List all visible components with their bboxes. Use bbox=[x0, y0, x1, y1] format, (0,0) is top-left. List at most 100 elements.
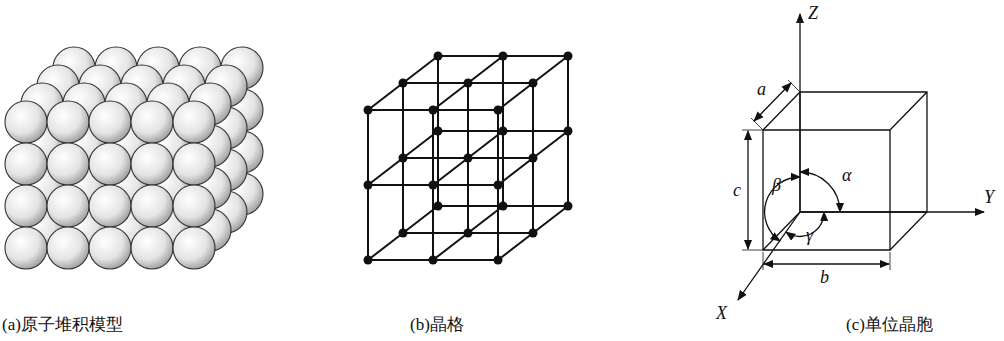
lattice-point bbox=[464, 229, 473, 238]
atom-sphere bbox=[131, 143, 173, 185]
lattice-point bbox=[564, 202, 573, 211]
lattice-point bbox=[494, 106, 503, 115]
lattice-point bbox=[429, 106, 438, 115]
lattice-line bbox=[532, 83, 534, 158]
atom-sphere bbox=[89, 185, 131, 227]
dimension-label: a bbox=[757, 80, 766, 98]
lattice-point bbox=[529, 154, 538, 163]
lattice-line bbox=[433, 158, 468, 185]
lattice-point bbox=[399, 79, 408, 88]
angle-label: γ bbox=[806, 226, 813, 244]
angle-label: α bbox=[842, 166, 851, 184]
dimension-line bbox=[764, 263, 889, 264]
lattice-line bbox=[432, 110, 434, 185]
angle-label: β bbox=[772, 176, 781, 194]
x-axis bbox=[738, 212, 800, 300]
lattice-line bbox=[503, 205, 568, 207]
lattice-line bbox=[433, 83, 468, 110]
dimension-label: b bbox=[820, 268, 829, 286]
dimension-label: c bbox=[733, 181, 741, 199]
unit-cell bbox=[738, 14, 984, 300]
caption: (c)单位晶胞 bbox=[846, 316, 933, 333]
lattice-line bbox=[468, 82, 533, 84]
lattice-line bbox=[368, 83, 403, 110]
lattice-line bbox=[468, 56, 503, 83]
axis-label: X bbox=[716, 304, 727, 322]
lattice-point bbox=[499, 202, 508, 211]
lattice-point bbox=[464, 154, 473, 163]
lattice-line bbox=[402, 83, 404, 158]
lattice-point bbox=[364, 106, 373, 115]
lattice-line bbox=[533, 206, 568, 233]
atom-sphere bbox=[173, 143, 215, 185]
lattice-point bbox=[429, 256, 438, 265]
atom-sphere bbox=[173, 101, 215, 143]
lattice-line bbox=[368, 233, 403, 260]
lattice-point bbox=[564, 127, 573, 136]
atom-sphere bbox=[131, 185, 173, 227]
lattice-line bbox=[467, 83, 469, 158]
atom-sphere bbox=[173, 227, 215, 269]
atom-packing bbox=[5, 47, 263, 269]
lattice-line bbox=[502, 56, 504, 131]
angle-arc bbox=[800, 172, 840, 212]
lattice-line bbox=[437, 131, 439, 206]
lattice-point bbox=[434, 202, 443, 211]
lattice-line bbox=[498, 83, 533, 110]
lattice-line bbox=[438, 55, 503, 57]
atom-sphere bbox=[5, 227, 47, 269]
lattice-point bbox=[529, 79, 538, 88]
lattice-line bbox=[498, 158, 533, 185]
lattice-line bbox=[368, 158, 403, 185]
lattice-point bbox=[494, 256, 503, 265]
lattice-point bbox=[429, 181, 438, 190]
lattice-line bbox=[433, 233, 468, 260]
lattice-line bbox=[498, 233, 533, 260]
lattice-point bbox=[464, 79, 473, 88]
lattice-line bbox=[497, 185, 499, 260]
atom-sphere bbox=[5, 101, 47, 143]
lattice-line bbox=[468, 232, 533, 234]
lattice bbox=[364, 52, 573, 265]
lattice-line bbox=[437, 56, 439, 131]
lattice-line bbox=[497, 110, 499, 185]
lattice-line bbox=[433, 109, 498, 111]
lattice-point bbox=[364, 181, 373, 190]
lattice-line bbox=[367, 110, 369, 185]
lattice-line bbox=[503, 130, 568, 132]
atom-sphere bbox=[89, 143, 131, 185]
lattice-point bbox=[399, 229, 408, 238]
lattice-line bbox=[467, 158, 469, 233]
lattice-point bbox=[494, 181, 503, 190]
atom-sphere bbox=[173, 185, 215, 227]
lattice-line bbox=[468, 157, 533, 159]
lattice-line bbox=[533, 131, 568, 158]
y-axis bbox=[800, 211, 984, 212]
atom-sphere bbox=[89, 227, 131, 269]
lattice-line bbox=[403, 82, 468, 84]
lattice-point bbox=[529, 229, 538, 238]
lattice-line bbox=[503, 55, 568, 57]
atom-sphere bbox=[47, 101, 89, 143]
lattice-line bbox=[502, 131, 504, 206]
lattice-point bbox=[564, 52, 573, 61]
lattice-point bbox=[434, 52, 443, 61]
lattice-line bbox=[432, 185, 434, 260]
lattice-point bbox=[499, 52, 508, 61]
atom-sphere bbox=[5, 143, 47, 185]
lattice-line bbox=[368, 184, 433, 186]
lattice-point bbox=[434, 127, 443, 136]
lattice-line bbox=[438, 205, 503, 207]
axis-label: Y bbox=[984, 188, 994, 206]
lattice-line bbox=[533, 56, 568, 83]
lattice-line bbox=[403, 232, 468, 234]
angle-arc bbox=[765, 177, 800, 241]
dimension-line bbox=[747, 131, 748, 249]
lattice-point bbox=[399, 154, 408, 163]
lattice-line bbox=[567, 131, 569, 206]
caption: (a)原子堆积模型 bbox=[2, 316, 123, 333]
lattice-line bbox=[368, 259, 433, 261]
lattice-line bbox=[433, 184, 498, 186]
